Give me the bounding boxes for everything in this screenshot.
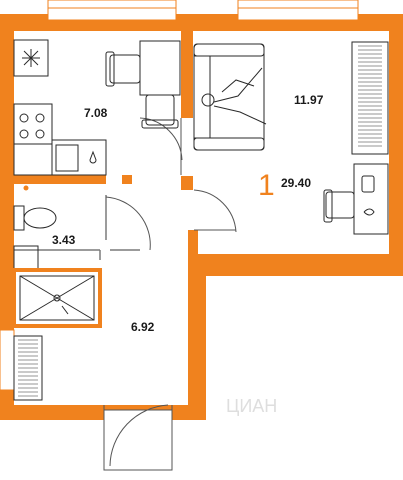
- bathroom-furniture: [12, 185, 102, 401]
- table-icon: [139, 40, 181, 96]
- partitions: [14, 195, 140, 327]
- total-area-label: 29.40: [281, 176, 311, 190]
- chair-icon: [323, 189, 355, 223]
- snowflake-icon: [22, 49, 40, 67]
- living-room-area-label: 11.97: [294, 93, 324, 107]
- toilet-icon: [13, 205, 57, 231]
- sofa-icon: [193, 43, 265, 151]
- hallway-area-label: 6.92: [131, 320, 155, 334]
- desk-icon: [353, 163, 389, 235]
- stove-icon: [13, 103, 53, 145]
- shower-icon: [12, 268, 102, 328]
- chair-icon: [105, 51, 179, 129]
- radiator-icon: [13, 335, 43, 401]
- radiator-icon: [351, 41, 389, 155]
- kitchen-furniture: [13, 39, 181, 176]
- windows: [47, 0, 359, 21]
- sink-icon: [51, 139, 107, 176]
- doors: [103, 117, 237, 471]
- watermark-text: ЦИАН: [226, 396, 277, 416]
- person-icon: [201, 67, 267, 125]
- living-furniture: [193, 41, 389, 235]
- rooms-count-label: 1: [258, 169, 275, 202]
- bathroom-area-label: 3.43: [52, 233, 76, 247]
- walls: [0, 14, 403, 420]
- kitchen-area-label: 7.08: [84, 106, 108, 120]
